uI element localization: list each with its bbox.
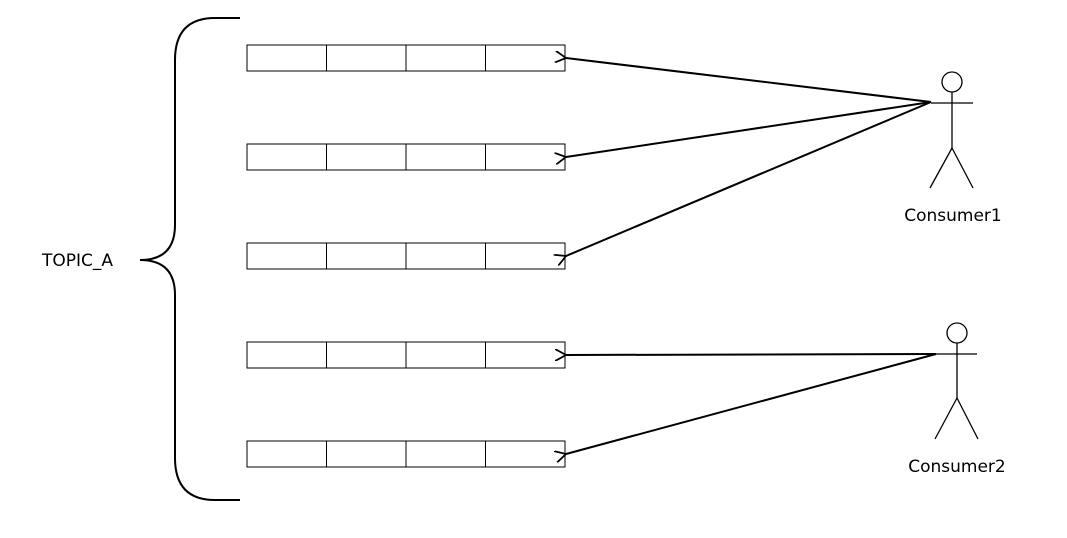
partitions — [246, 44, 566, 468]
partition-1-cell-4 — [485, 44, 566, 72]
consumer-2-label: Consumer2 — [908, 457, 1006, 477]
partition-3-cell-2 — [326, 242, 407, 270]
partition-2-cell-3 — [405, 143, 486, 171]
partition-3-cell-1 — [246, 242, 327, 270]
arrow-consumer-1-to-partition-1 — [566, 58, 932, 103]
consumer-figure-2 — [934, 322, 979, 440]
partition-5-cell-2 — [326, 440, 407, 468]
consumer-figure-1 — [929, 71, 974, 189]
partition-2 — [246, 143, 566, 171]
arrow-consumer-1-to-partition-2 — [566, 101, 932, 157]
arrow-consumer-1-to-partition-3 — [566, 101, 932, 256]
consumer-2-head — [946, 322, 968, 344]
partition-4 — [246, 341, 566, 369]
partition-4-cell-2 — [326, 341, 407, 369]
partition-3 — [246, 242, 566, 270]
partition-4-cell-1 — [246, 341, 327, 369]
consumer-2-right-leg — [956, 397, 979, 440]
consumer-1-head — [941, 71, 963, 93]
consumer-arrows — [566, 58, 937, 454]
partition-5 — [246, 440, 566, 468]
partition-1 — [246, 44, 566, 72]
topic-brace — [139, 17, 240, 501]
partition-5-cell-3 — [405, 440, 486, 468]
partition-3-cell-4 — [485, 242, 566, 270]
consumer-2-left-leg — [934, 397, 958, 440]
partition-5-cell-1 — [246, 440, 327, 468]
partition-1-cell-2 — [326, 44, 407, 72]
partition-2-cell-1 — [246, 143, 327, 171]
partition-1-cell-3 — [405, 44, 486, 72]
partition-1-cell-1 — [246, 44, 327, 72]
consumer-1-left-leg — [929, 147, 953, 189]
partition-4-cell-4 — [485, 341, 566, 369]
topic-label: TOPIC_A — [41, 251, 113, 271]
partition-2-cell-4 — [485, 143, 566, 171]
arrow-consumer-2-to-partition-4 — [566, 354, 937, 355]
partition-4-cell-3 — [405, 341, 486, 369]
consumer-1-right-leg — [951, 147, 974, 189]
partition-2-cell-2 — [326, 143, 407, 171]
partition-3-cell-3 — [405, 242, 486, 270]
consumer-1-label: Consumer1 — [904, 206, 1002, 226]
partition-5-cell-4 — [485, 440, 566, 468]
arrow-consumer-2-to-partition-5 — [566, 353, 937, 454]
